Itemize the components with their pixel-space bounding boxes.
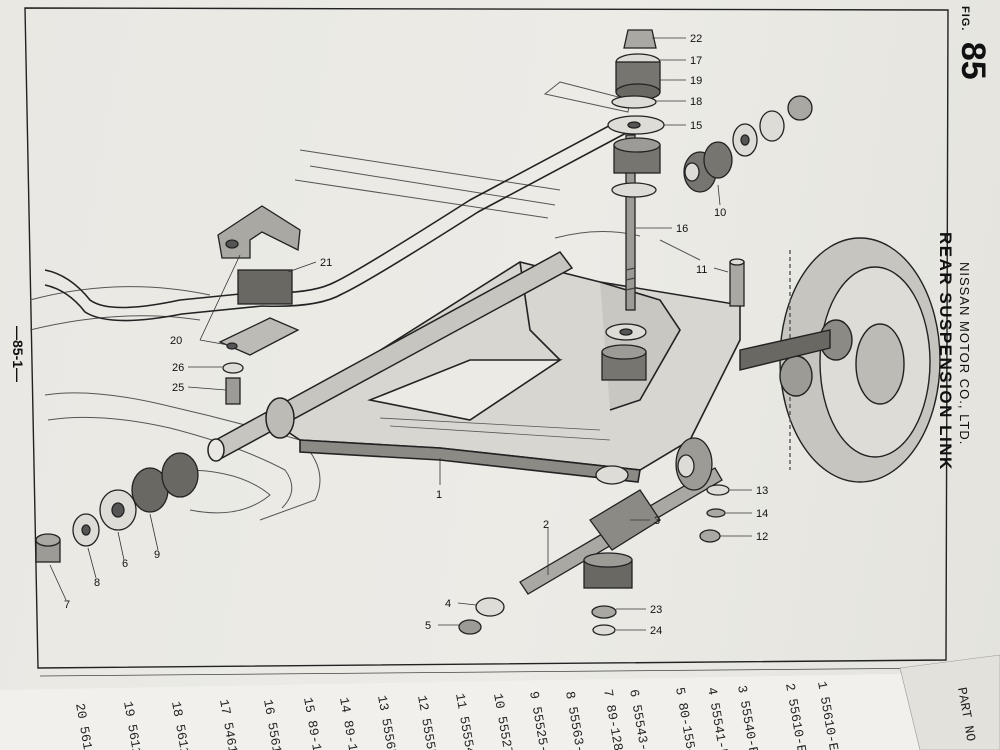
bushing-set-10 [683, 95, 813, 193]
callout-12: 12 [756, 531, 768, 543]
callout-18: 18 [690, 96, 702, 108]
callout-10: 10 [714, 207, 726, 219]
callout-19: 19 [690, 75, 702, 87]
figure-number: 85 [954, 41, 992, 80]
callout-6: 6 [122, 558, 128, 570]
callout-15: 15 [690, 120, 702, 132]
callout-9: 9 [154, 549, 160, 561]
arm-pivot-rod [207, 251, 574, 462]
callout-labels: 1 2 3 4 5 6 7 8 9 10 11 12 13 14 15 16 1… [64, 33, 768, 637]
callout-8: 8 [94, 577, 100, 589]
callout-11: 11 [696, 264, 707, 276]
callout-17: 17 [690, 55, 702, 67]
company-name: NISSAN MOTOR CO., LTD. [957, 262, 972, 446]
callout-26: 26 [172, 362, 184, 374]
page-number: —85-1— [10, 326, 26, 383]
callout-25: 25 [172, 382, 184, 394]
callout-13: 13 [756, 485, 768, 497]
stabilizer-bracket [217, 205, 301, 405]
callout-20: 20 [170, 335, 182, 347]
bolt-16 [625, 134, 636, 311]
callout-3: 3 [654, 515, 660, 527]
callout-21: 21 [320, 257, 332, 269]
callout-4: 4 [445, 598, 451, 610]
pin-11 [729, 258, 745, 307]
callout-1: 1 [436, 489, 442, 501]
figure-word: FIG. [959, 6, 971, 32]
parts-list: PART NO 1 55610-E4150 2 55610-E4151 3 55… [0, 654, 1000, 750]
diagram-title: REAR SUSPENSION LINK [936, 232, 955, 471]
callout-5: 5 [425, 620, 431, 632]
callout-2: 2 [543, 519, 549, 531]
callout-14: 14 [756, 508, 768, 520]
figure-label: FIG. 85 [953, 6, 992, 80]
left-end-hardware [35, 452, 199, 563]
callout-16: 16 [676, 223, 688, 235]
callout-7: 7 [64, 599, 70, 611]
leader-lines [49, 37, 752, 631]
lower-right-hardware [458, 484, 730, 636]
callout-23: 23 [650, 604, 662, 616]
brake-drum [739, 237, 941, 483]
callout-22: 22 [690, 33, 702, 45]
callout-24: 24 [650, 625, 662, 637]
bolt-hardware-stack [601, 29, 665, 381]
lower-shaft [519, 437, 723, 595]
